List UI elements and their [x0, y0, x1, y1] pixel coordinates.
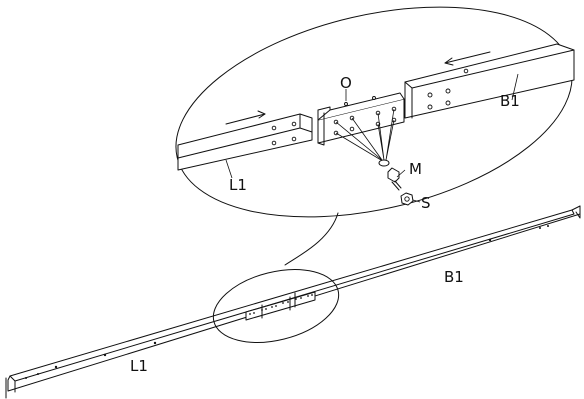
l1-leader: [225, 159, 233, 179]
b1-leader: [511, 73, 519, 101]
label-m: M: [409, 160, 422, 178]
label-detail-b1: B1: [500, 92, 520, 110]
label-s: S: [421, 194, 431, 212]
zoom-ellipse: [212, 269, 340, 343]
label-o: O: [340, 74, 352, 92]
bolt-m: [387, 167, 406, 191]
label-main-b1: B1: [444, 268, 464, 286]
detail-beam-l1: [177, 110, 313, 179]
callout-connector: [284, 212, 339, 266]
label-main-l1: L1: [130, 357, 148, 375]
main-beam: [5, 205, 581, 399]
label-detail-l1: L1: [229, 176, 247, 194]
nut-s: [400, 192, 421, 206]
detail-beam-b1: [404, 43, 575, 119]
joint-connector: [317, 89, 405, 167]
